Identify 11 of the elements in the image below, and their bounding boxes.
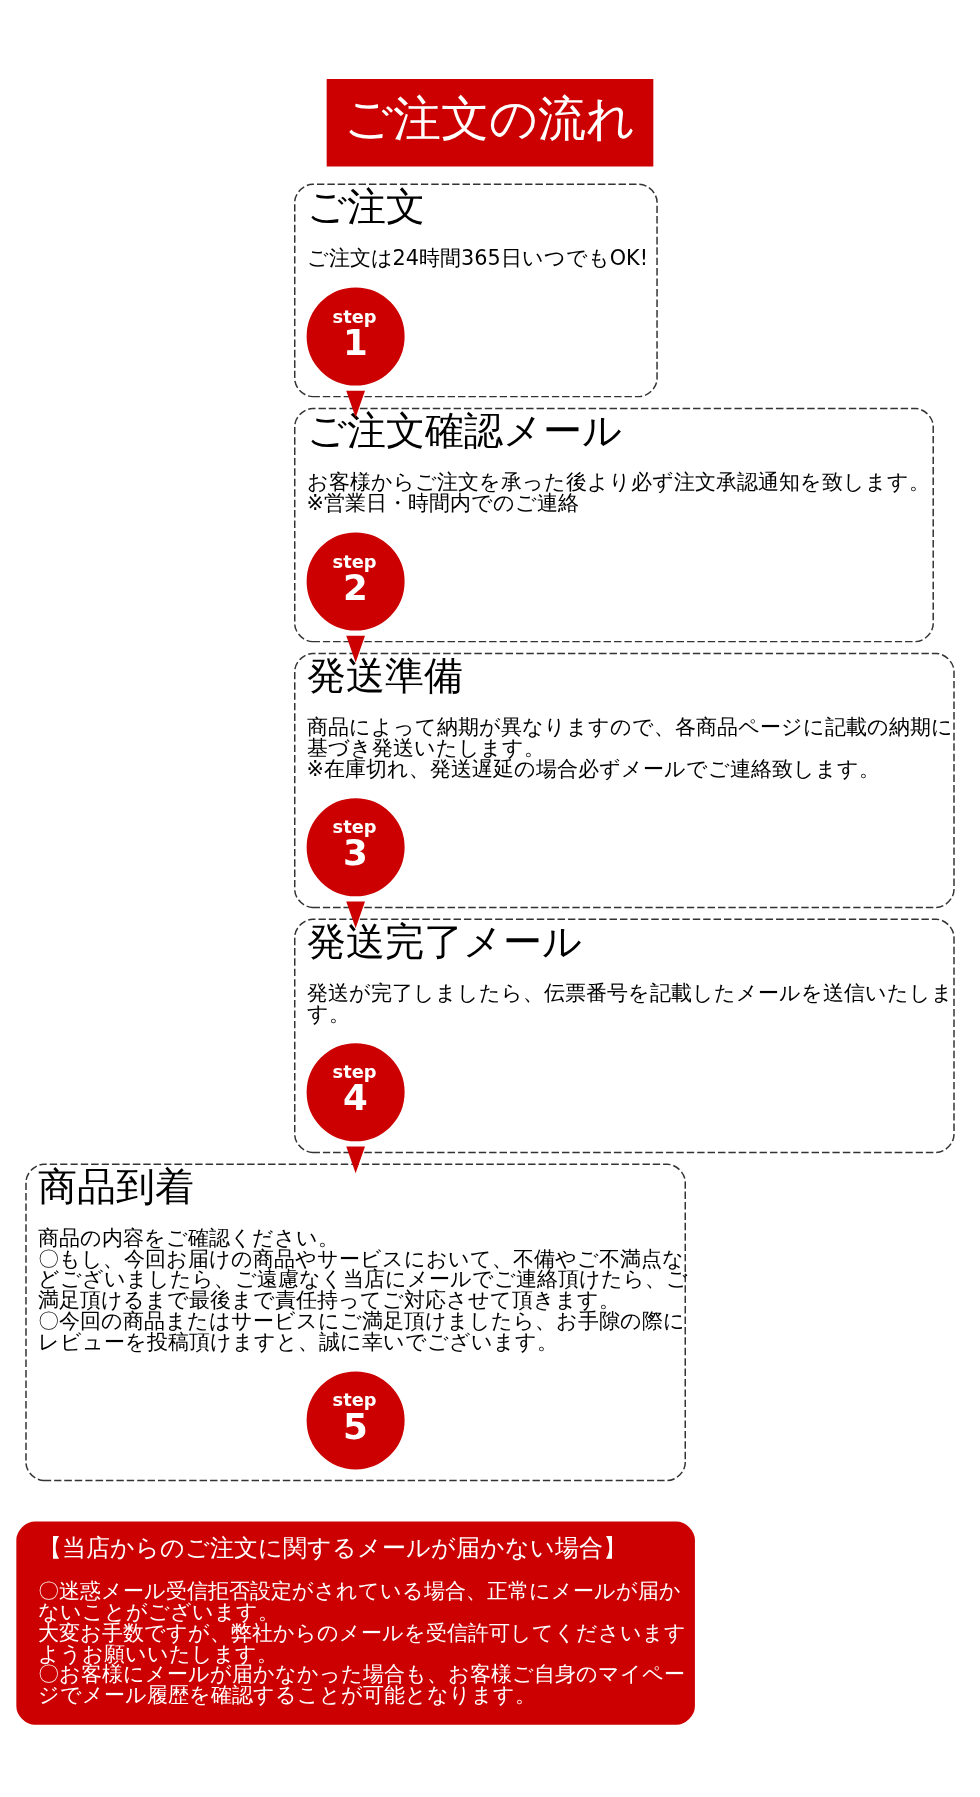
node-circle: step 2 bbox=[306, 532, 405, 631]
diagram-title: ご注文の流れ bbox=[344, 91, 636, 147]
arrow bbox=[346, 635, 365, 663]
node-box: 【当店からのご注文に関するメールが届かない場合】 〇迷惑メール受信拒否設定がされている場合、正常にメールが届かないことがございます。 大変お手数ですが、弊社からのメールを受信許可してくださいますようお願いいたします。 〇お客様にメールが届かなかった場合も、お客様ご自身のマイページでメール履歴を確認することが可能となります。 bbox=[16, 1521, 695, 1725]
node-circle: step 5 bbox=[306, 1371, 405, 1470]
node-circle: step 3 bbox=[306, 798, 405, 897]
arrow bbox=[346, 1146, 365, 1174]
node-circle: step 4 bbox=[306, 1043, 405, 1142]
node-circle: step 1 bbox=[306, 287, 405, 386]
arrow bbox=[346, 390, 365, 418]
arrow bbox=[346, 901, 365, 929]
